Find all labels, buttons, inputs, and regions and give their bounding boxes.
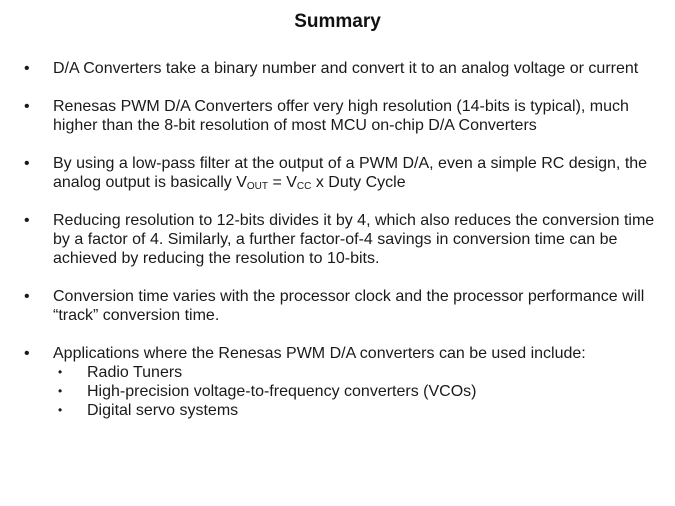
bullet-dot-icon: • — [24, 345, 30, 362]
bullet-list: • D/A Converters take a binary number an… — [0, 59, 675, 420]
bullet-text-part: By using a low-pass filter at the output… — [53, 155, 648, 191]
sub-bullet-item: • Digital servo systems — [53, 401, 655, 420]
bullet-text: By using a low-pass filter at the output… — [53, 155, 648, 192]
sub-bullet-dot-icon: • — [58, 365, 63, 379]
sub-bullet-dot-icon: • — [58, 403, 63, 417]
bullet-text: Conversion time varies with the processo… — [53, 288, 645, 324]
sub-bullet-item: • High-precision voltage-to-frequency co… — [53, 382, 655, 401]
bullet-dot-icon: • — [24, 60, 30, 77]
bullet-text: Renesas PWM D/A Converters offer very hi… — [53, 98, 629, 134]
slide-title: Summary — [294, 11, 381, 32]
bullet-item: • Renesas PWM D/A Converters offer very … — [0, 97, 675, 135]
bullet-item: • By using a low-pass filter at the outp… — [0, 154, 675, 192]
bullet-dot-icon: • — [24, 288, 30, 305]
sub-bullet-text: High-precision voltage-to-frequency conv… — [87, 383, 477, 400]
bullet-item: • Conversion time varies with the proces… — [0, 287, 675, 325]
bullet-dot-icon: • — [24, 155, 30, 172]
bullet-text: Applications where the Renesas PWM D/A c… — [53, 345, 586, 362]
bullet-dot-icon: • — [24, 212, 30, 229]
bullet-item: • Applications where the Renesas PWM D/A… — [0, 344, 675, 420]
bullet-item: • Reducing resolution to 12-bits divides… — [0, 211, 675, 268]
sub-bullet-list: • Radio Tuners • High-precision voltage-… — [53, 363, 655, 420]
sub-bullet-dot-icon: • — [58, 384, 63, 398]
subscript-cc: CC — [296, 181, 312, 192]
sub-bullet-text: Digital servo systems — [87, 402, 239, 419]
sub-bullet-item: • Radio Tuners — [53, 363, 655, 382]
bullet-dot-icon: • — [24, 98, 30, 115]
bullet-text-part: x Duty Cycle — [311, 174, 406, 191]
bullet-text: D/A Converters take a binary number and … — [53, 60, 639, 77]
sub-bullet-text: Radio Tuners — [87, 364, 183, 381]
bullet-text: Reducing resolution to 12-bits divides i… — [53, 212, 655, 267]
subscript-out: OUT — [246, 181, 269, 192]
bullet-item: • D/A Converters take a binary number an… — [0, 59, 675, 78]
bullet-text-part: = V — [268, 174, 297, 191]
